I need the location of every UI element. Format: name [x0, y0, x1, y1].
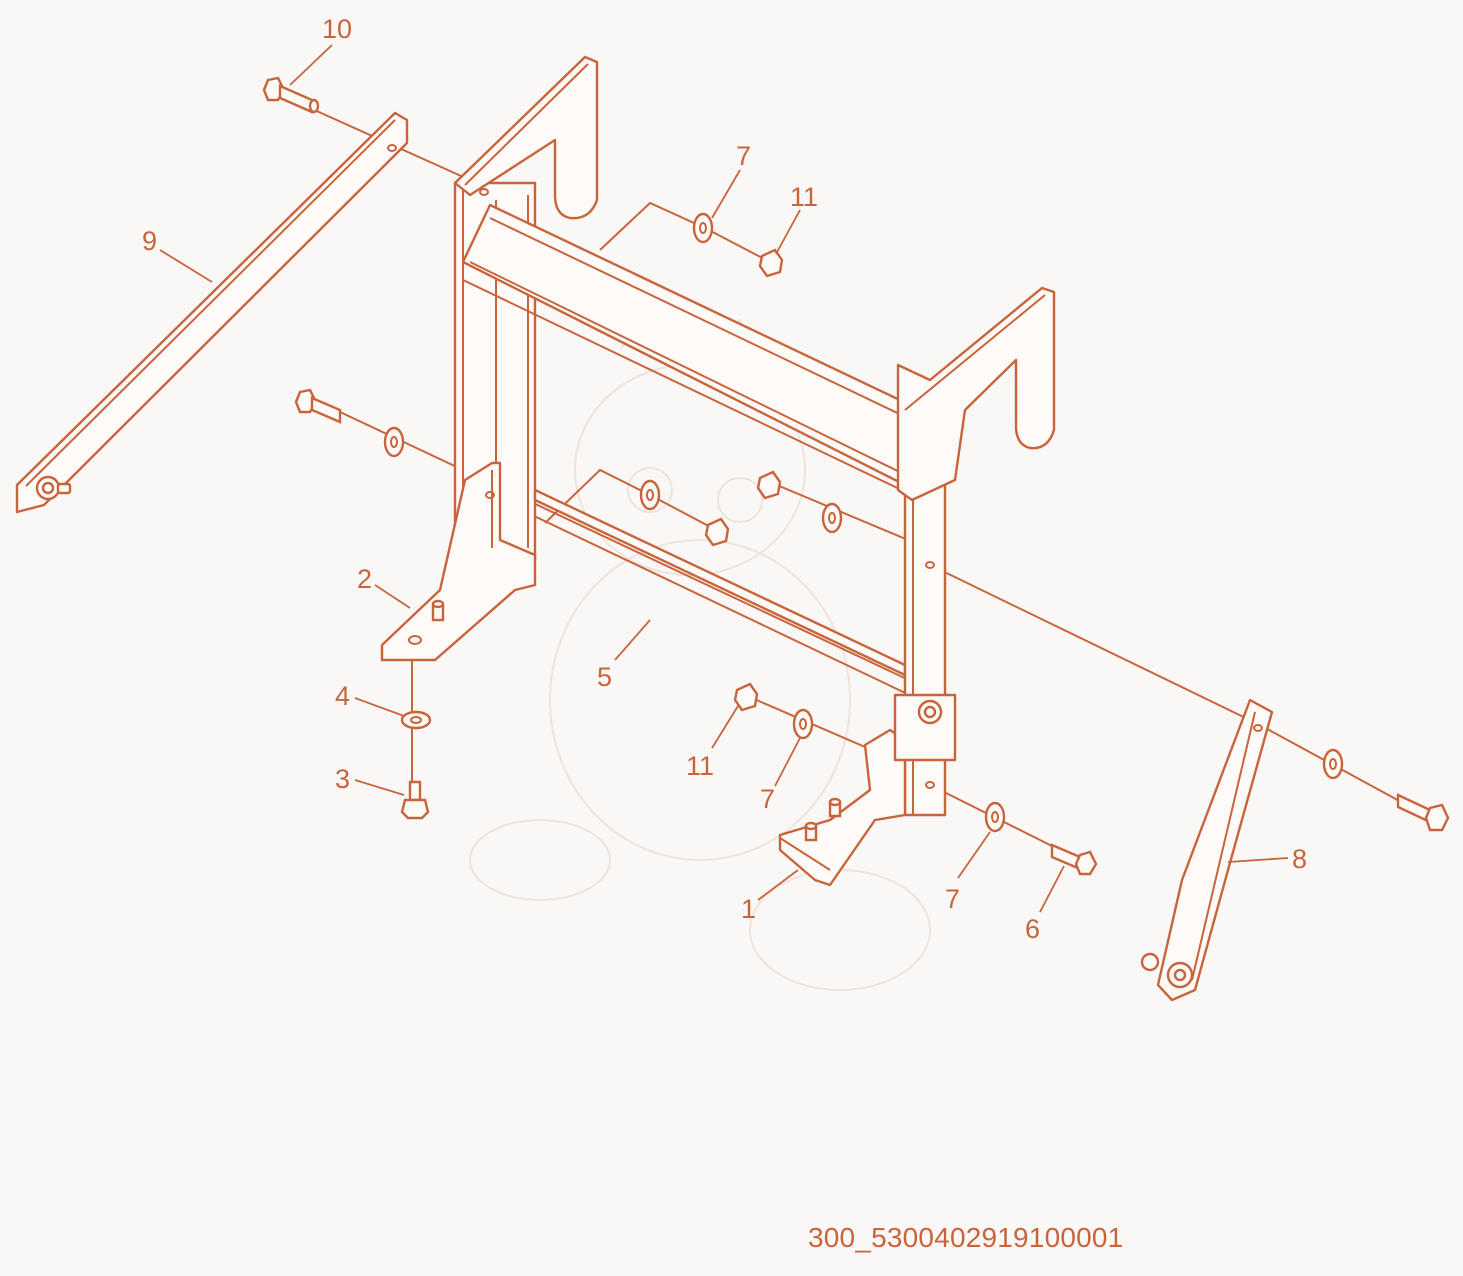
part-2-left-foot: [380, 461, 537, 662]
hardware: [294, 212, 1450, 876]
callout-5: 5: [597, 662, 612, 692]
part-5-lower-crossbar: [533, 488, 907, 677]
part-frame-right-hook: [896, 286, 1056, 502]
callout-3: 3: [335, 764, 350, 794]
part-frame-top-beam: [461, 203, 927, 496]
callout-leaders: [159, 44, 1289, 913]
callout-7-right: 7: [945, 884, 960, 914]
callout-labels: 10 9 7 11 2 5 4 3 11 7 1 7 6 8: [142, 14, 1307, 944]
part-9-left-arm: [15, 111, 409, 514]
callout-9: 9: [142, 226, 157, 256]
callout-2: 2: [357, 564, 372, 594]
callout-8: 8: [1292, 844, 1307, 874]
bolt-nut-icon: [35, 475, 72, 501]
washer-icon: [692, 212, 714, 244]
bolt-nut-icon: [1140, 952, 1194, 989]
callout-7-top: 7: [736, 141, 751, 171]
part-8-right-arm: [1140, 698, 1274, 1002]
callout-4: 4: [335, 681, 350, 711]
callout-11-bottom: 11: [686, 751, 714, 781]
callout-7-middle: 7: [760, 784, 775, 814]
part-10-bolt: [262, 76, 320, 114]
nut-icon: [758, 248, 784, 278]
part-frame-left-hook: [453, 55, 599, 220]
drawing-number: 300_5300402919100001: [808, 1222, 1124, 1253]
part-right-sleeve: [893, 693, 957, 762]
callout-1: 1: [741, 894, 756, 924]
callout-6: 6: [1025, 914, 1040, 944]
callout-10: 10: [322, 14, 352, 44]
callout-11-top: 11: [790, 182, 818, 212]
